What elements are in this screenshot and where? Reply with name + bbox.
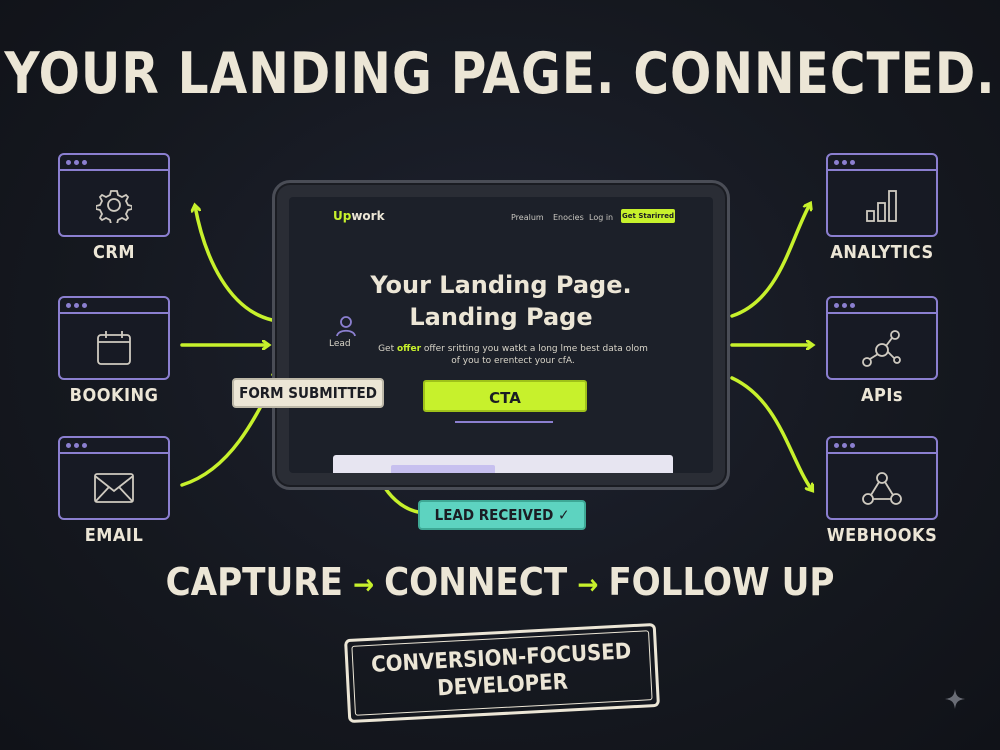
apis-label: APIs (860, 385, 904, 406)
network-icon (828, 318, 936, 378)
hero-subtitle: Get offer offer sritting you watkt a lon… (378, 344, 648, 366)
page-title: YOUR LANDING PAGE. CONNECTED. (4, 40, 996, 107)
arrow-right-icon: → (577, 568, 599, 601)
gear-icon (60, 175, 168, 235)
arrow-right-icon: → (352, 568, 375, 601)
analytics-label: ANALYTICS (830, 242, 934, 263)
nav-link-enocies[interactable]: Enocies (553, 213, 584, 222)
bar-chart-icon (828, 175, 936, 235)
calendar-icon (60, 318, 168, 378)
user-icon (331, 315, 361, 355)
cta-button[interactable]: CTA (423, 380, 587, 412)
envelope-icon (60, 458, 168, 518)
hero-title-line2: Landing Page (409, 303, 593, 331)
nav-link-prealum[interactable]: Prealum (511, 213, 544, 222)
crm-label: CRM (93, 242, 135, 263)
lead-received-badge: LEAD RECEIVED ✓ (418, 500, 586, 530)
upwork-logo: Upwork (333, 209, 385, 223)
booking-card (58, 296, 170, 380)
analytics-card (826, 153, 938, 237)
webhook-icon (828, 458, 936, 518)
flow-step-connect: CONNECT (384, 560, 568, 604)
form-strip (333, 455, 673, 473)
get-started-button[interactable]: Get Starirred (621, 209, 675, 223)
hero-title-line1: Your Landing Page. (370, 271, 632, 299)
flow-steps: CAPTURE → CONNECT → FOLLOW UP (0, 560, 1000, 604)
cta-underline (455, 421, 553, 423)
crm-card (58, 153, 170, 237)
arrow-to-crm (195, 206, 274, 322)
nav-link-login[interactable]: Log in (589, 213, 614, 222)
flow-step-follow-up: FOLLOW UP (608, 560, 835, 604)
tablet-mockup: Upwork Prealum Enocies Log in Get Starir… (272, 180, 730, 490)
webhooks-card (826, 436, 938, 520)
apis-card (826, 296, 938, 380)
lead-label: Lead (329, 339, 351, 349)
flow-step-capture: CAPTURE (165, 560, 343, 604)
email-card (58, 436, 170, 520)
sparkle-icon (944, 688, 966, 710)
webhooks-label: WEBHOOKS (826, 525, 938, 546)
form-submitted-badge: FORM SUBMITTED (232, 378, 384, 408)
landing-page-screen: Upwork Prealum Enocies Log in Get Starir… (289, 197, 713, 473)
email-label: EMAIL (84, 525, 144, 546)
booking-label: BOOKING (69, 385, 159, 406)
arrow-analytics (730, 204, 810, 318)
arrow-webhooks (730, 376, 812, 490)
